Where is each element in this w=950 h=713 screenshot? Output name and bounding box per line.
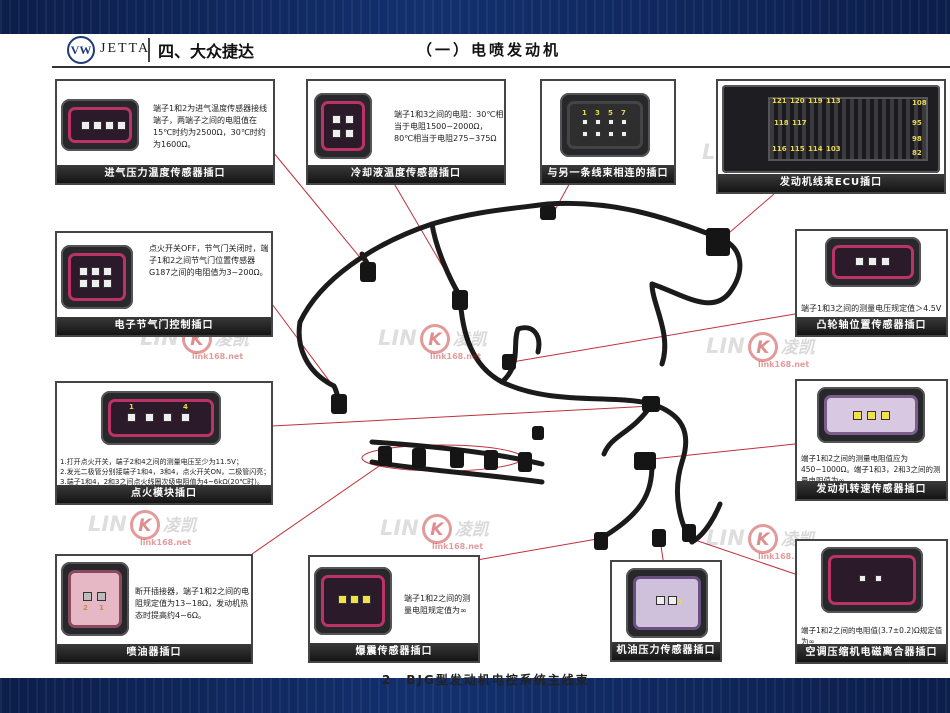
header-divider (148, 38, 150, 62)
panel-knock: 端子1和2之间的测量电阻规定值为∞ 爆震传感器插口 (308, 555, 480, 663)
sub-title: （一）电喷发动机 (417, 41, 562, 59)
camshaft-caption: 凸轮轴位置传感器插口 (797, 317, 946, 335)
ecu-pin-label: 108 (912, 99, 927, 107)
throttle-connector-icon (61, 245, 133, 309)
ac-clutch-note: 端子1和2之间的电阻值(3.7±0.2)Ω规定值为∞ (801, 626, 943, 646)
panel-ecu: 121 120 119 113 108 118 117 95 116 115 1… (716, 79, 946, 194)
ecu-connector-icon: 121 120 119 113 108 118 117 95 116 115 1… (722, 85, 940, 173)
coolant-note: 端子1和3之间的电阻：30℃相当于电阻1500~2000Ω，80℃相当于电阻27… (394, 110, 504, 143)
ecu-pin-label: 117 (792, 119, 807, 127)
ignition-caption: 点火模块插口 (57, 485, 271, 503)
coolant-connector-icon (314, 93, 372, 159)
pin-label: 7 (621, 109, 626, 117)
page-header: VW JETTA 四、大众捷达 （一）电喷发动机 (52, 34, 950, 68)
panel-throttle: 点火开关OFF，节气门关闭时，端子1和2之间节气门位置传感器G187之间的电阻值… (55, 231, 273, 337)
panel-engine-speed: 端子1和2之间的测量电阻值应为450~1000Ω。端子1和3，2和3之间的测量电… (795, 379, 948, 501)
panel-camshaft: 端子1和3之间的测量电压规定值＞4.5V 凸轮轴位置传感器插口 (795, 229, 948, 337)
knock-note: 端子1和2之间的测量电阻规定值为∞ (404, 594, 471, 615)
ignition-connector-icon: 1 4 (101, 391, 221, 445)
pin-label: 5 (608, 109, 613, 117)
pin-label: 3 (595, 109, 600, 117)
camshaft-note: 端子1和3之间的测量电压规定值＞4.5V (801, 304, 942, 313)
section-title: 四、大众捷达 (158, 42, 255, 61)
pin-label: 1 (582, 109, 587, 117)
engine-speed-note: 端子1和2之间的测量电阻值应为450~1000Ω。端子1和3，2和3之间的测量电… (801, 454, 941, 485)
harness-link-caption: 与另一条线束相连的插口 (542, 165, 674, 183)
injector-connector-icon: 2 1 (61, 562, 129, 636)
figure-caption: 2 BJG型发动机电控系统主线束 (382, 673, 590, 687)
panel-ac-clutch: 端子1和2之间的电阻值(3.7±0.2)Ω规定值为∞ 空调压缩机电磁离合器插口 (795, 539, 948, 664)
injector-note: 断开插接器，端子1和2之间的电阻规定值为13~18Ω，发动机热态时提高约4~6Ω… (135, 587, 250, 620)
panel-ignition: 1 4 1.打开点火开关，端子2和4之间的测量电压至少为11.5V； 2.发光二… (55, 381, 273, 505)
engine-speed-connector-icon (817, 387, 925, 443)
ac-clutch-caption: 空调压缩机电磁离合器插口 (797, 644, 946, 662)
ecu-pin-label: 121 (772, 97, 787, 105)
ac-clutch-connector-icon (821, 547, 923, 613)
knock-caption: 爆震传感器插口 (310, 643, 478, 661)
bottom-banner (0, 678, 950, 713)
ecu-pin-label: 118 (774, 119, 789, 127)
knock-connector-icon (314, 567, 392, 635)
ecu-pin-label: 82 (912, 149, 922, 157)
wiring-harness-diagram (251, 151, 796, 575)
oil-pressure-connector-icon: 1 (626, 568, 708, 638)
ecu-pin-label: 114 (808, 145, 823, 153)
oil-pressure-caption: 机油压力传感器插口 (612, 642, 720, 660)
ecu-pin-label: 116 (772, 145, 787, 153)
throttle-note: 点火开关OFF，节气门关闭时，端子1和2之间节气门位置传感器G187之间的电阻值… (149, 244, 269, 277)
harness-link-connector-icon: 1 3 5 7 (560, 93, 650, 157)
camshaft-connector-icon (825, 237, 921, 287)
pin-label: 1 (678, 598, 683, 606)
intake-note: 端子1和2为进气温度传感器接线端子，两端子之间的电阻值在15℃时约为2500Ω，… (153, 104, 268, 149)
engine-speed-caption: 发动机转速传感器插口 (797, 481, 946, 499)
pin-label: 4 (183, 403, 188, 411)
panel-harness-link: 1 3 5 7 与另一条线束相连的插口 (540, 79, 676, 185)
intake-connector-icon (61, 99, 139, 151)
ecu-pin-label: 103 (826, 145, 841, 153)
page-sheet: VW JETTA 四、大众捷达 （一）电喷发动机 (52, 34, 950, 687)
injector-caption: 喷油器插口 (57, 644, 251, 662)
coolant-caption: 冷却液温度传感器插口 (308, 165, 504, 183)
vw-logo-icon: VW (67, 36, 95, 64)
ecu-pin-label: 115 (790, 145, 805, 153)
intake-caption: 进气压力温度传感器插口 (57, 165, 273, 183)
panel-oil-pressure: 1 机油压力传感器插口 (610, 560, 722, 662)
throttle-caption: 电子节气门控制插口 (57, 317, 271, 335)
panel-coolant-temp: 端子1和3之间的电阻：30℃相当于电阻1500~2000Ω，80℃相当于电阻27… (306, 79, 506, 185)
pin-label: 2 (83, 604, 88, 612)
pin-label: 1 (129, 403, 134, 411)
top-banner (0, 0, 950, 34)
panel-injector: 2 1 断开插接器，端子1和2之间的电阻规定值为13~18Ω，发动机热态时提高约… (55, 554, 253, 664)
ecu-pin-label: 113 (826, 97, 841, 105)
ecu-pin-label: 98 (912, 135, 922, 143)
ecu-pin-label: 120 (790, 97, 805, 105)
panel-intake-pressure-temp: 端子1和2为进气温度传感器接线端子，两端子之间的电阻值在15℃时约为2500Ω，… (55, 79, 275, 185)
ignition-note: 1.打开点火开关，端子2和4之间的测量电压至少为11.5V； 2.发光二极管分别… (60, 458, 271, 486)
ecu-pin-label: 119 (808, 97, 823, 105)
ecu-caption: 发动机线束ECU插口 (718, 174, 944, 192)
ecu-pin-label: 95 (912, 119, 922, 127)
brand-name: JETTA (100, 41, 151, 56)
pin-label: 1 (99, 604, 104, 612)
